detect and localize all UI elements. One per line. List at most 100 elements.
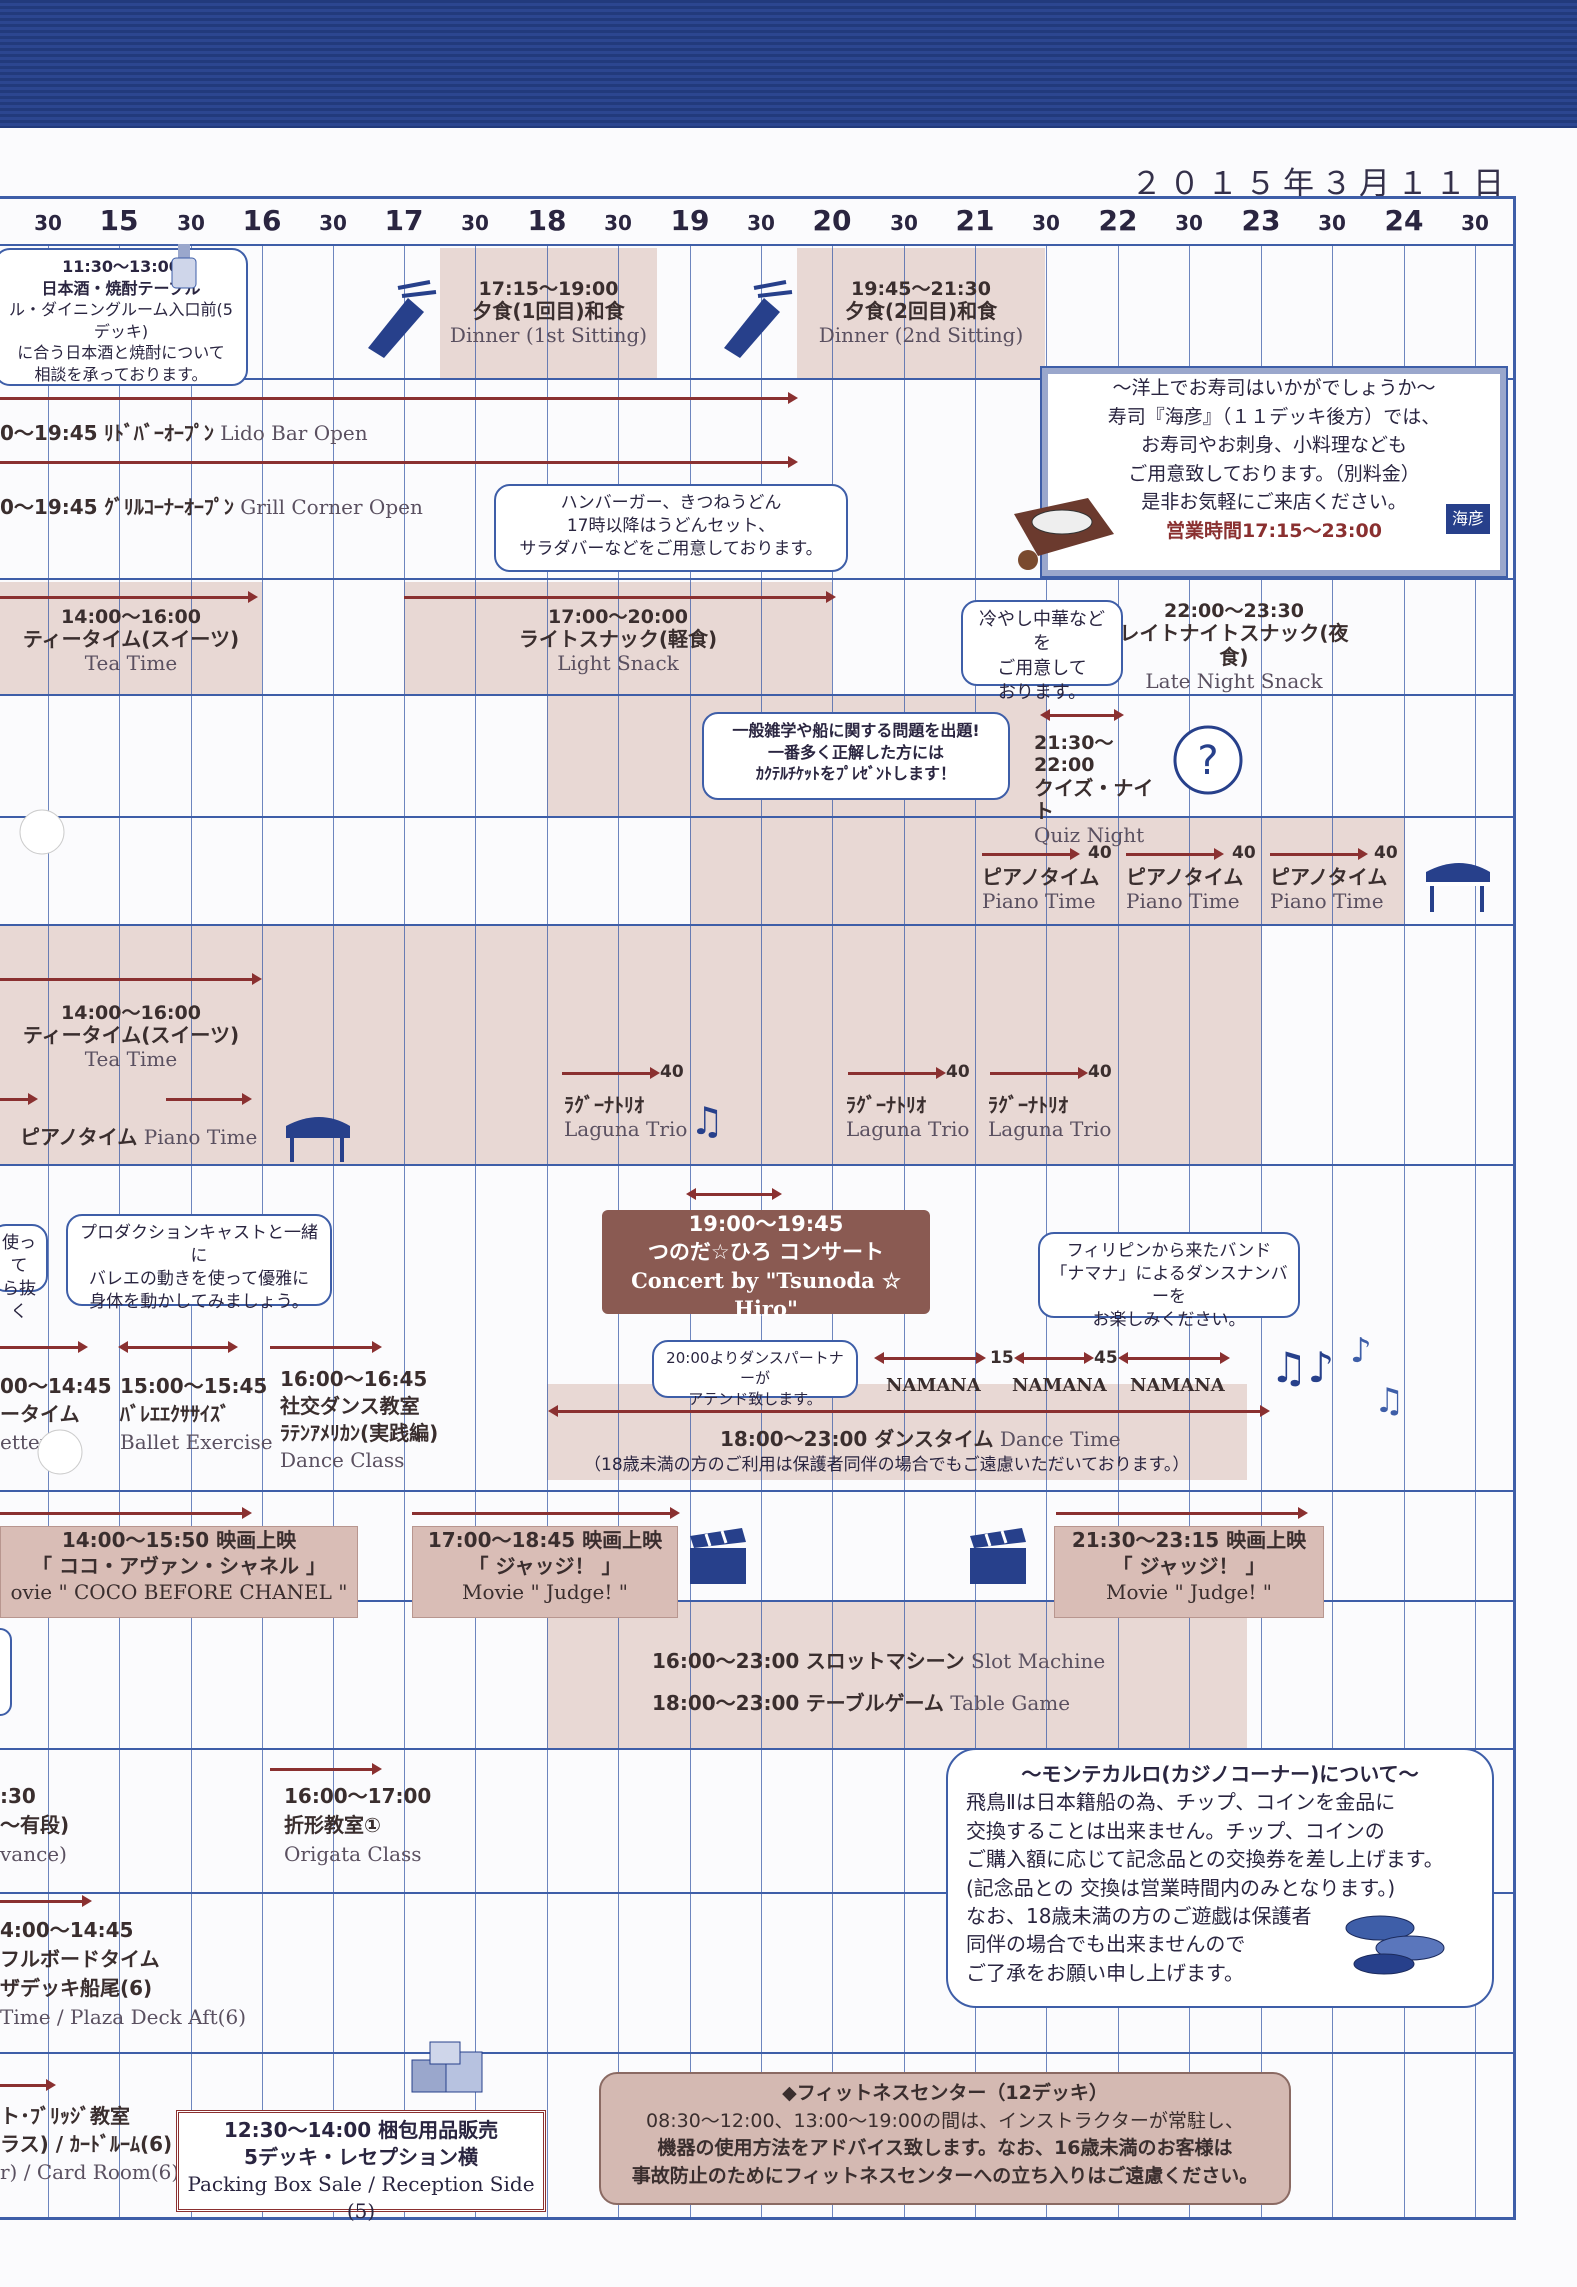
piano-end-2: 40	[1232, 843, 1256, 863]
dance-event: 18:00～23:00 ダンスタイム Dance Time	[720, 1427, 1121, 1451]
bridge-arrow	[0, 2079, 56, 2091]
time-axis: 30 15 30 16 30 17 30 18 30 19 30 20 30 2…	[0, 196, 1516, 246]
half-hour-label: 30	[461, 211, 489, 235]
grid-vline	[475, 244, 476, 2220]
half-hour-label: 30	[1175, 211, 1203, 235]
dinner2-bg	[797, 248, 1045, 378]
social-event: 16:00～16:45 社交ダンス教室 ﾗﾃﾝｱﾒﾘｶﾝ(実践編) Dance …	[280, 1367, 439, 1472]
tea-arrow	[0, 591, 258, 603]
svg-text:♫♪: ♫♪	[1270, 1343, 1334, 1392]
sake-bubble: 11:30～13:00 日本酒・焼酎テーブル ル・ダイニングルーム入口前(5デッ…	[0, 248, 248, 386]
dance-bg	[547, 1384, 1247, 1480]
sushi-plate-icon	[1008, 474, 1118, 578]
laguna-end-3: 40	[1088, 1062, 1112, 1082]
hour-label: 24	[1384, 204, 1424, 237]
left-event: 00～14:45 ータイム etter	[0, 1374, 112, 1454]
grid-vline	[975, 244, 976, 2220]
piano-end-1: 40	[1088, 843, 1112, 863]
sake-bottle-icon	[168, 242, 202, 296]
grid-vline	[1046, 244, 1047, 2220]
clapperboard-icon	[966, 1528, 1030, 1592]
grid-row-divider	[0, 1164, 1516, 1166]
movie3-arrow	[1056, 1507, 1308, 1519]
piano-arrow-3	[1270, 848, 1368, 860]
chuka-bubble: 冷やし中華などを ご用意して おります。	[961, 600, 1123, 703]
packing-sale-box: 12:30～14:00 梱包用品販売 5デッキ・レセプション横 Packing …	[176, 2110, 546, 2223]
hour-label: 21	[955, 204, 995, 237]
namana-num-15: 15	[990, 1348, 1014, 1368]
snack-arrow	[404, 591, 836, 603]
hour-label: 20	[812, 204, 852, 237]
casino-chips-icon	[1340, 1908, 1450, 1982]
namana-arrow-3	[1118, 1352, 1230, 1364]
table-game-event: 18:00～23:00 テーブルゲーム Table Game	[652, 1691, 1071, 1715]
grid-row-divider	[0, 378, 1516, 380]
lido-event: 0～19:45 ﾘﾄﾞﾊﾞｰｵｰﾌﾟﾝ Lido Bar Open	[0, 421, 368, 445]
piano2-arrow-a	[0, 1093, 38, 1105]
casino-bg	[547, 1600, 1247, 1748]
piano-arrow-2	[1126, 848, 1224, 860]
left-ev-arrow	[0, 1341, 88, 1353]
movie3-box: 21:30～23:15 映画上映 「 ジャッジ！ 」 Movie " Judge…	[1054, 1526, 1324, 1618]
laguna-end-2: 40	[946, 1062, 970, 1082]
namana-label-2: NAMANA	[1012, 1375, 1107, 1396]
boxes-icon	[408, 2040, 488, 2100]
half-hour-label: 30	[1032, 211, 1060, 235]
half-hour-label: 30	[319, 211, 347, 235]
chopsticks-icon	[714, 278, 794, 362]
namana-arrow-1	[874, 1352, 986, 1364]
dance-note: （18歳未満の方のご利用は保護者同伴の場合でもご遠慮いただいております。）	[584, 1455, 1190, 1475]
schedule-grid	[0, 196, 1516, 2220]
header-band	[0, 0, 1577, 128]
grid-row-divider	[0, 1748, 1516, 1750]
grill-arrow	[0, 456, 798, 468]
grid-row-divider	[0, 816, 1516, 818]
left-bubble: 使ってら抜く	[0, 1224, 48, 1322]
origami-event: 16:00～17:00 折形教室① Origata Class	[284, 1784, 432, 1866]
lido-arrow	[0, 392, 798, 404]
grid-row-divider	[0, 2052, 1516, 2054]
concert-arrow	[686, 1188, 782, 1200]
music-notes-icon: ♫	[686, 1094, 736, 1148]
grid-vline	[1332, 244, 1333, 2220]
hour-label: 19	[670, 204, 710, 237]
hour-label: 16	[242, 204, 282, 237]
piano-bg	[690, 816, 1405, 924]
punch-hole-icon	[18, 808, 66, 860]
hour-label: 18	[527, 204, 567, 237]
tea-bg	[0, 582, 262, 694]
origami-arrow	[270, 1763, 382, 1775]
grid-row-divider	[0, 1490, 1516, 1492]
ballet-event: 15:00～15:45 ﾊﾞﾚｴｴｸｻｻｲｽﾞ Ballet Exercise	[120, 1374, 273, 1454]
piano2-event: ピアノタイム Piano Time	[20, 1125, 258, 1149]
chopsticks-icon	[358, 278, 438, 362]
grill-event: 0～19:45 ｸﾞﾘﾙｺｰﾅｰｵｰﾌﾟﾝ Grill Corner Open	[0, 495, 423, 519]
ballet-bubble: プロダクションキャストと一緒に バレエの動きを使って優雅に 身体を動かしてみまし…	[66, 1214, 332, 1312]
snack-event: 17:00～20:00 ライトスナック(軽食) Light Snack	[518, 606, 718, 675]
grid-row-divider	[0, 1892, 1516, 1894]
namana-arrow-2	[1014, 1352, 1094, 1364]
half-hour-label: 30	[604, 211, 632, 235]
laguna-end-1: 40	[660, 1062, 684, 1082]
grand-piano-icon	[280, 1108, 354, 1168]
svg-text:?: ?	[1197, 738, 1218, 784]
grid-row-divider	[0, 578, 1516, 580]
ballet-arrow	[118, 1341, 238, 1353]
music-notes-icon: ♫♪♪♫	[1270, 1322, 1430, 1426]
quiz-arrow	[1040, 709, 1124, 721]
fitness-center-notice: ◆フィットネスセンター（12デッキ） 08:30～12:00、13:00～19:…	[599, 2072, 1291, 2205]
tea-event: 14:00～16:00 ティータイム(スイーツ) Tea Time	[22, 606, 240, 675]
grid-row-divider	[0, 924, 1516, 926]
row6-bg	[0, 924, 1262, 1164]
grid-row-divider	[0, 1600, 1516, 1602]
grid-row-divider	[0, 694, 1516, 696]
grid-vline	[404, 244, 405, 2220]
half-hour-label: 30	[890, 211, 918, 235]
laguna-arrow-3	[990, 1067, 1088, 1079]
grid-vline	[333, 244, 334, 2220]
